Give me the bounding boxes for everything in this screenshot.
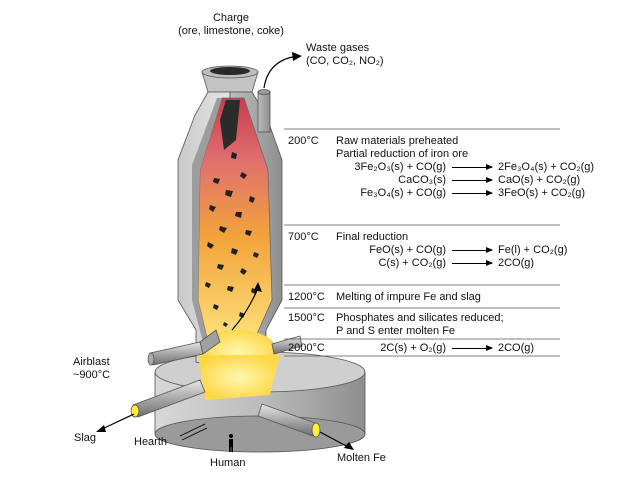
hearth-pointer [179,423,208,441]
human-label: Human [210,457,246,469]
gas-flow-arrow [231,287,259,331]
zone-text: Raw materials preheated [336,135,459,147]
zone-text: Melting of impure Fe and slag [336,291,481,303]
slag-pipe [130,379,206,418]
waste-gas-arrow [263,55,299,89]
slag-label: Slag [74,432,97,444]
zone-temp: 2000°C [288,342,325,354]
molten-fe-arrow [319,431,351,449]
charge-lumps [205,152,259,327]
molten-fe-pipe [257,403,321,438]
airblast-label: Airblast ~900°C [73,356,111,381]
equation: FeO(s) + CO(g) Fe(l) + CO₂(g) [369,244,568,256]
zone-text: Final reduction [336,231,409,243]
zone-temp: 1200°C [288,291,325,303]
molten-fe-label: Molten Fe [337,452,386,464]
equation: CaCO₃(s) CaO(s) + CO₂(g) [398,174,581,186]
slag-arrow [99,413,135,431]
equation: C(s) + CO₂(g) 2CO(g) [378,257,535,269]
zone-text: Phosphates and silicates reduced; [336,312,504,324]
zone-temp: 700°C [288,231,319,243]
hearth-label: Hearth [134,436,168,448]
equation: 2C(s) + O₂(g) 2CO(g) [380,342,535,354]
tuyere-pipes [147,329,303,366]
zone-temp: 200°C [288,135,319,147]
zone-text: Partial reduction of iron ore [336,148,469,160]
furnace-interior [192,97,280,400]
zone-separators [284,128,560,357]
zone-temp: 1500°C [288,312,325,324]
charge-label: Charge (ore, limestone, coke) [178,12,284,37]
equation: Fe₃O₄(s) + CO(g) 3FeO(s) + CO₂(g) [360,187,586,199]
zone-text: P and S enter molten Fe [336,325,456,337]
waste-gases-label: Waste gases (CO, CO₂, NO₂) [306,42,384,67]
human-figure [229,434,233,452]
equation: 3Fe₂O₃(s) + CO(g) 2Fe₃O₄(s) + CO₂(g) [354,161,595,173]
